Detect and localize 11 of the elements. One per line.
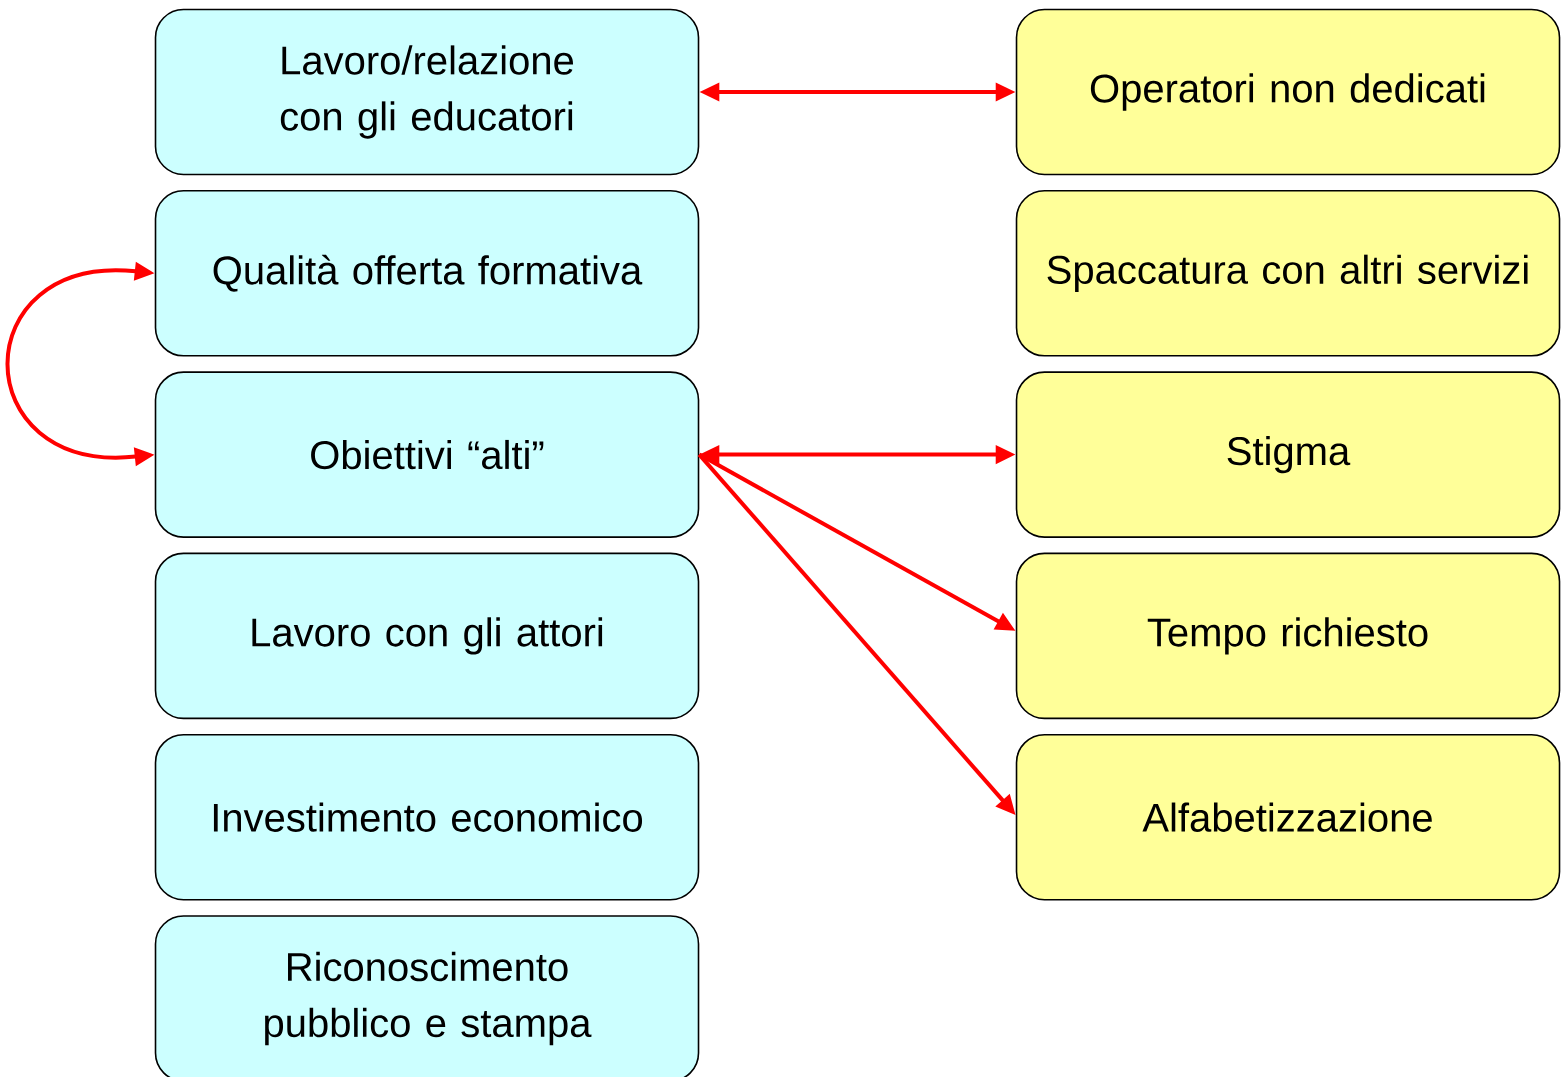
box: Alfabetizzazione xyxy=(1015,733,1561,901)
box: Lavoro/relazione con gli educatori xyxy=(154,8,700,176)
box: Tempo richiesto xyxy=(1015,552,1561,720)
box: Investimento economico xyxy=(154,733,700,901)
box: Operatori non dedicati xyxy=(1015,8,1561,176)
box: Riconoscimento pubblico e stampa xyxy=(154,915,700,1077)
box: Obiettivi “alti” xyxy=(154,371,700,538)
box: Spaccatura con altri servizi xyxy=(1015,190,1561,357)
box: Qualità offerta formativa xyxy=(154,190,700,357)
box: Stigma xyxy=(1015,371,1561,538)
box: Lavoro con gli attori xyxy=(154,552,700,720)
